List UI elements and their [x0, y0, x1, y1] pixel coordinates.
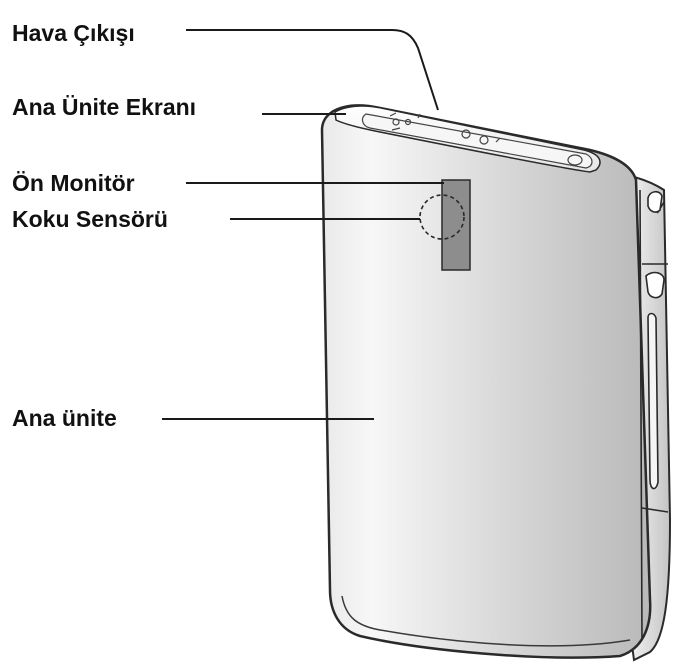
base-rim-line: [341, 595, 631, 647]
label-air-outlet: Hava Çıkışı: [12, 20, 135, 46]
leader-air-outlet: [186, 29, 439, 111]
label-front-monitor: Ön Monitör: [12, 170, 135, 196]
side-features: [639, 189, 669, 641]
label-main-unit-display: Ana Ünite Ekranı: [12, 94, 197, 120]
odor-sensor-marker: [419, 194, 465, 240]
front-monitor: [441, 179, 471, 271]
main-unit-body: [320, 104, 652, 659]
display-icons: [389, 112, 583, 166]
label-odor-sensor: Koku Sensörü: [12, 206, 168, 232]
label-main-unit: Ana ünite: [12, 405, 117, 431]
display-inner-outline: [361, 113, 593, 169]
